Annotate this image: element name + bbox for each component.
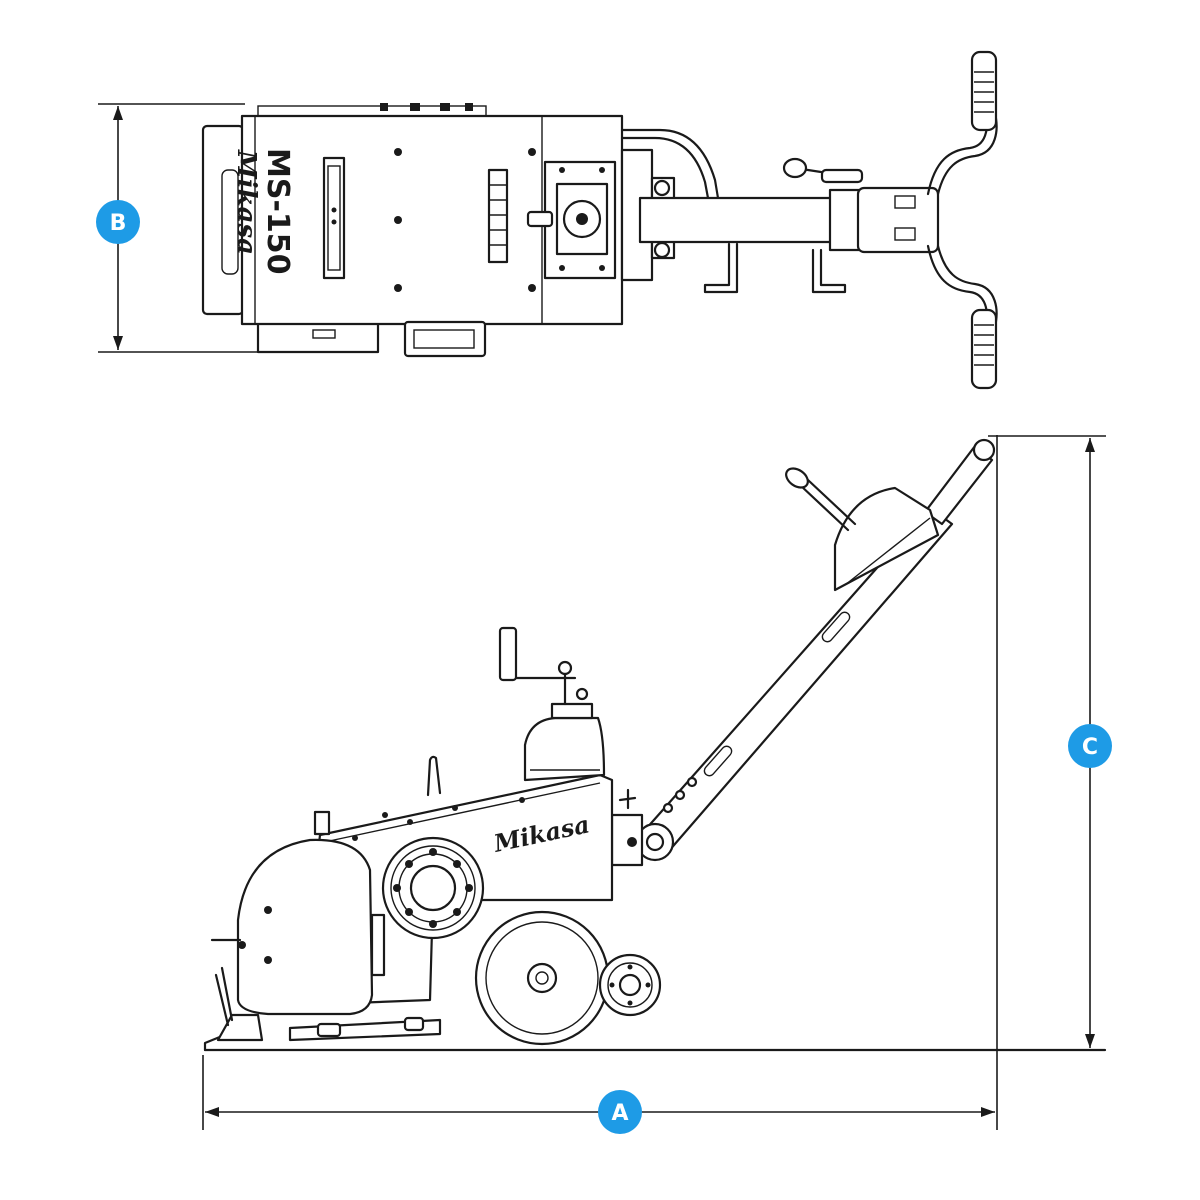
badge-a: A — [598, 1090, 642, 1134]
badge-c: C — [1068, 724, 1112, 768]
top-view: MS-150 Mikasa — [98, 50, 998, 390]
badge-b: B — [96, 200, 140, 244]
badge-c-label: C — [1082, 735, 1098, 760]
badge-b-label: B — [110, 211, 127, 236]
model-label: MS-150 — [260, 148, 295, 275]
brand-logo-top: Mikasa — [231, 149, 261, 255]
badge-c-circle — [1068, 724, 1112, 768]
badge-b-circle — [96, 200, 140, 244]
side-view: Mikasa — [203, 438, 1107, 1052]
badge-a-label: A — [611, 1101, 628, 1126]
badge-a-circle — [598, 1090, 642, 1134]
